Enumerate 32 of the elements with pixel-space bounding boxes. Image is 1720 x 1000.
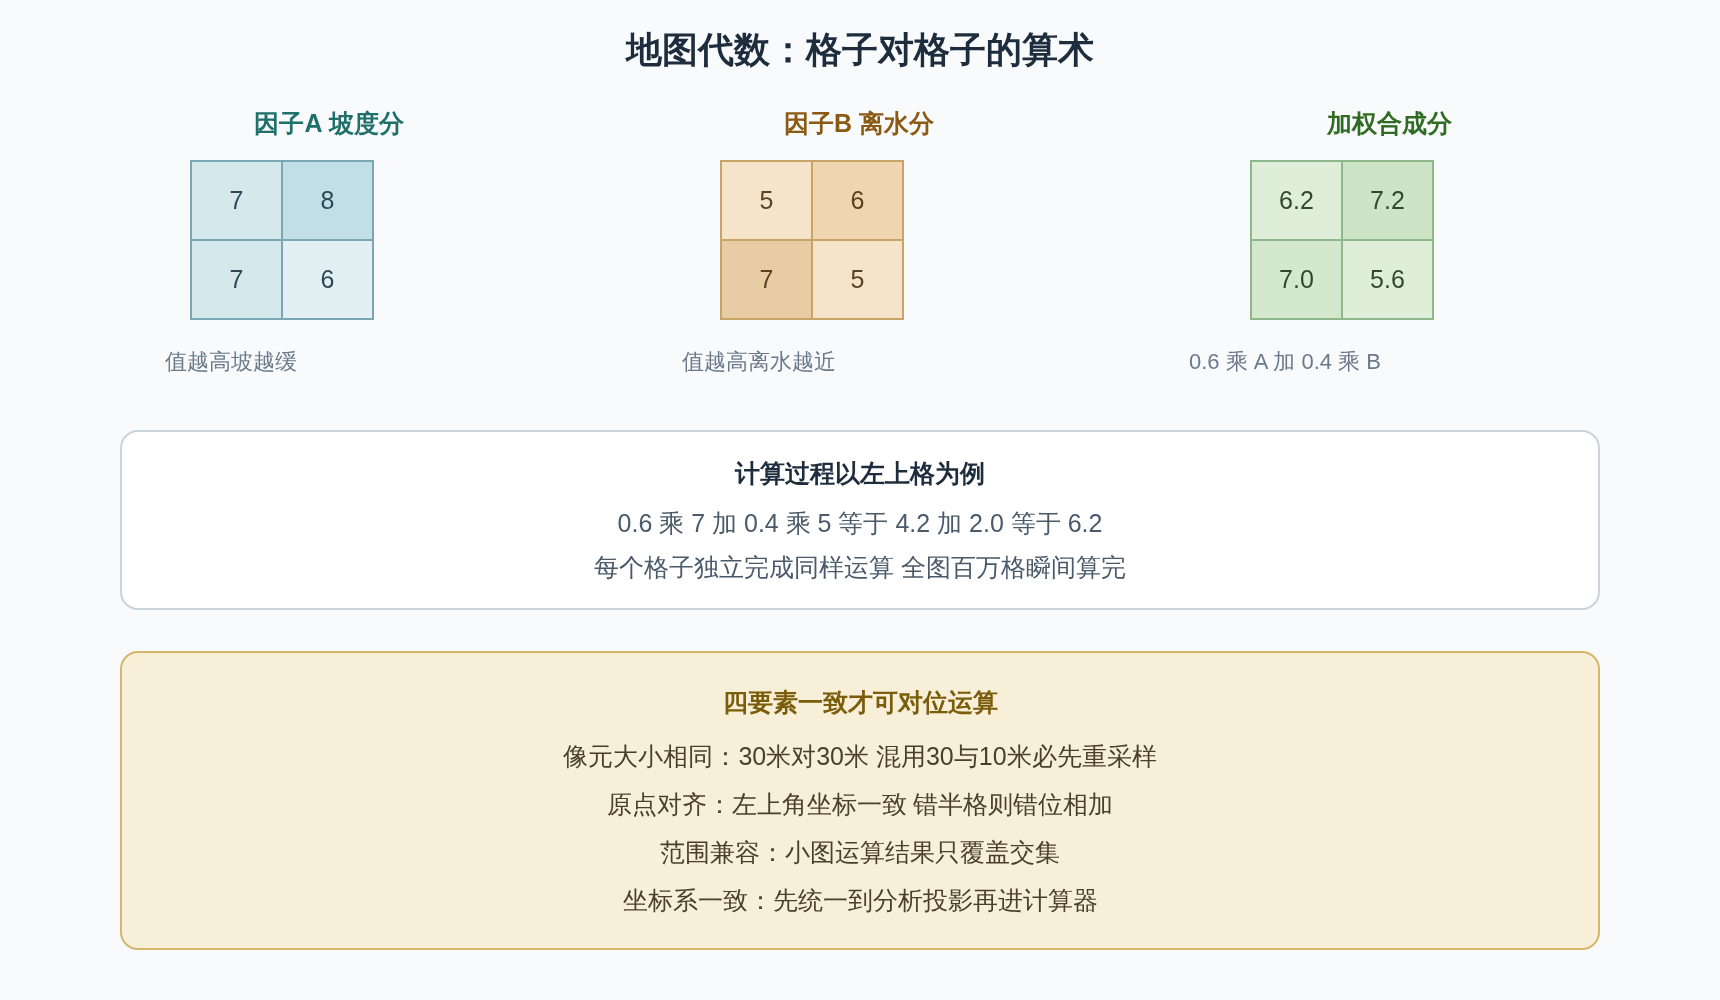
raster-cell: 7.0 [1252, 241, 1341, 318]
panel-heading: 计算过程以左上格为例 [735, 458, 985, 489]
raster-cell: 6 [813, 162, 902, 239]
panel-text: 0.6 乘 7 加 0.4 乘 5 等于 4.2 加 2.0 等于 6.2 [617, 508, 1103, 539]
panel-text: 坐标系一致：先统一到分析投影再进计算器 [622, 884, 1098, 916]
panel-text: 原点对齐：左上角坐标一致 错半格则错位相加 [606, 788, 1114, 820]
raster-cell: 5 [813, 241, 902, 318]
grid-caption: 0.6 乘 A 加 0.4 乘 B [1189, 348, 1381, 376]
raster-grid [190, 160, 374, 320]
panel-heading: 四要素一致才可对位运算 [722, 686, 998, 718]
raster-cell: 7 [192, 241, 281, 318]
panel-text: 每个格子独立完成同样运算 全图百万格瞬间算完 [594, 552, 1126, 583]
raster-cell: 6 [283, 241, 372, 318]
raster-cell: 7 [192, 162, 281, 239]
raster-cell: 7.2 [1343, 162, 1432, 239]
raster-cell: 8 [283, 162, 372, 239]
raster-cell: 6.2 [1252, 162, 1341, 239]
grid-heading: 加权合成分 [1326, 108, 1452, 139]
diagram-title: 地图代数：格子对格子的算术 [626, 29, 1094, 70]
example-panel [120, 430, 1600, 610]
raster-cell: 5 [722, 162, 811, 239]
raster-grid [1250, 160, 1434, 320]
grid-heading: 因子A 坡度分 [254, 108, 404, 139]
grid-heading: 因子B 离水分 [784, 108, 934, 139]
grid-caption: 值越高坡越缓 [165, 348, 297, 376]
raster-cell: 5.6 [1343, 241, 1432, 318]
panel-text: 像元大小相同：30米对30米 混用30与10米必先重采样 [563, 740, 1157, 772]
panel-text: 范围兼容：小图运算结果只覆盖交集 [660, 836, 1060, 868]
raster-cell: 7 [722, 241, 811, 318]
requirements-panel [120, 651, 1600, 950]
grid-caption: 值越高离水越近 [682, 348, 836, 376]
raster-grid [720, 160, 904, 320]
